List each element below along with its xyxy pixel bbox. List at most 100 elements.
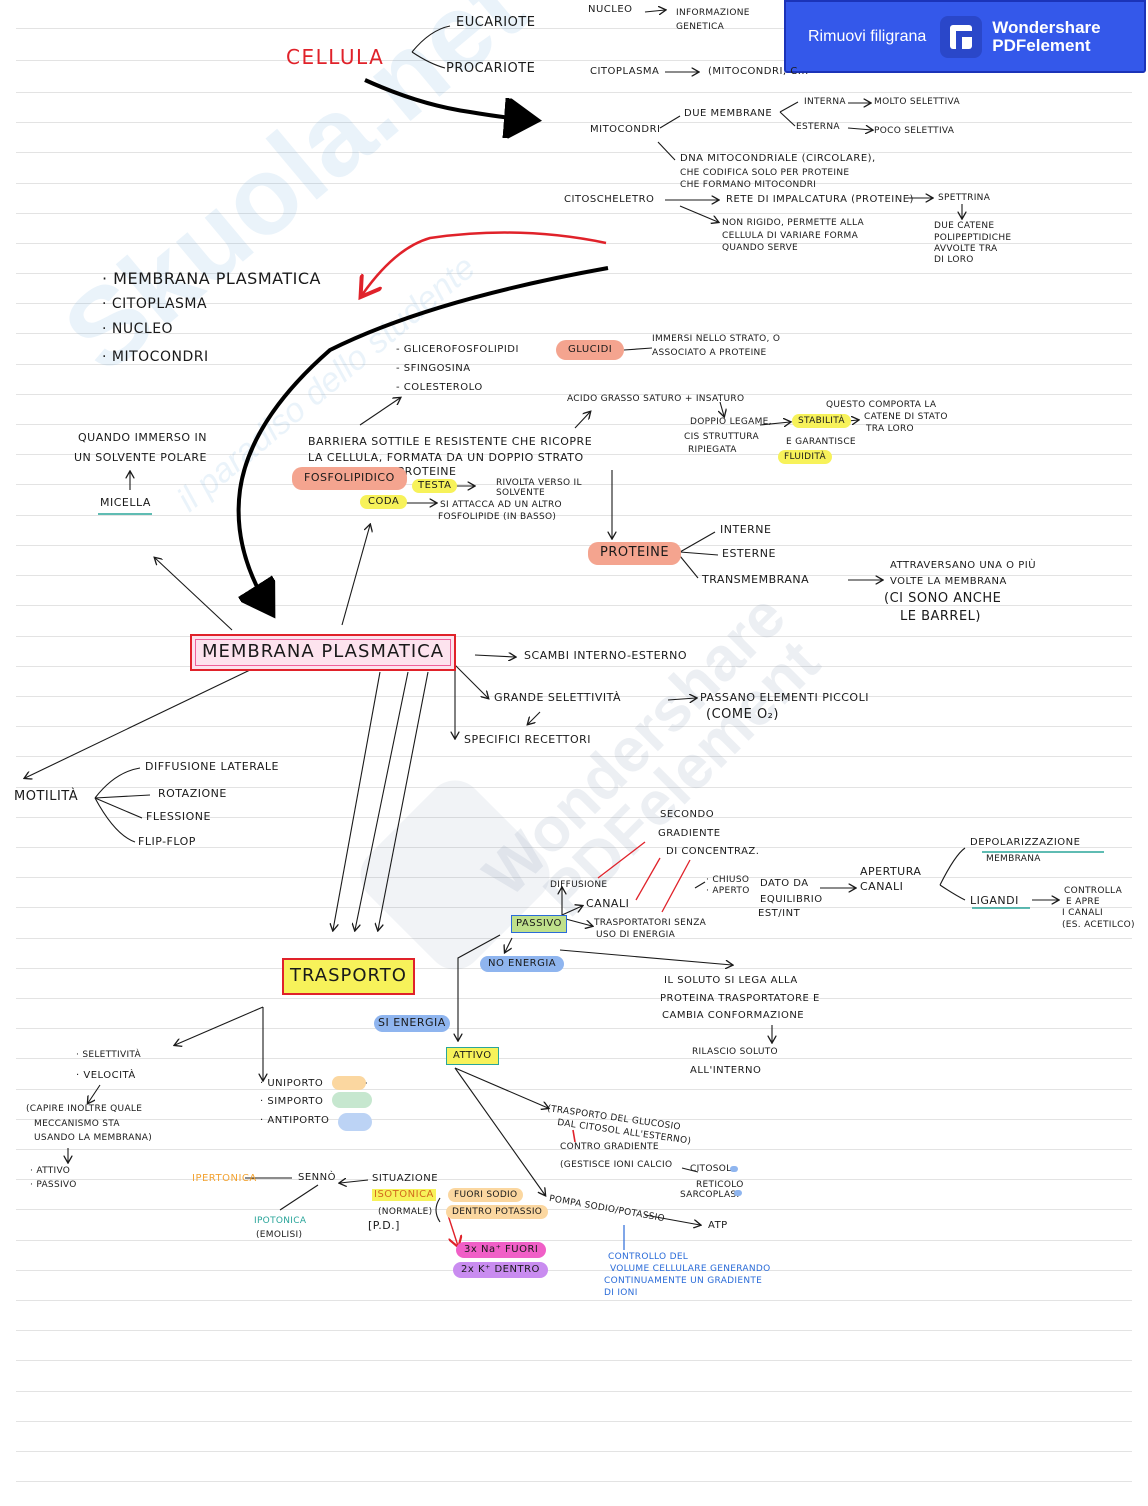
nucleo-info-1: INFORMAZIONE	[676, 8, 750, 18]
proteine-esterne: ESTERNE	[722, 547, 776, 560]
elenco-item-mitocondri: · MITOCONDRI	[102, 349, 209, 365]
dato-da-3: EST/INT	[758, 908, 801, 919]
controlla-3: I CANALI	[1062, 908, 1103, 918]
remove-watermark-button[interactable]: Rimuovi filigrana	[808, 27, 927, 45]
doppio-legame-1: DOPPIO LEGAME,	[690, 417, 772, 427]
flessione-label: FLESSIONE	[146, 810, 211, 823]
si-energia-badge: SI ENERGIA	[374, 1015, 450, 1032]
micella-label: MICELLA	[100, 496, 151, 509]
soluto-line-1: IL SOLUTO SI LEGA ALLA	[664, 975, 798, 986]
apertura-canali-2: CANALI	[860, 880, 904, 893]
ligandi-label: LIGANDI	[970, 894, 1019, 907]
rete-impalcatura: RETE DI IMPALCATURA (PROTEINE)	[726, 194, 914, 205]
capire-2: MECCANISMO STA	[34, 1119, 120, 1129]
trasporto-title: TRASPORTO	[282, 958, 415, 995]
atp-label: ATP	[708, 1220, 728, 1231]
quando-immerso-1: QUANDO IMMERSO IN	[78, 431, 208, 444]
reticolo-dot-icon	[734, 1190, 742, 1196]
testa-detail-1: RIVOLTA VERSO IL	[496, 478, 582, 488]
barrel-1: (CI SONO ANCHE	[884, 591, 1002, 606]
esterna-label: ESTERNA	[796, 122, 840, 132]
rilascio-2: ALL'INTERNO	[690, 1065, 762, 1076]
soluto-line-3: CAMBIA CONFORMAZIONE	[662, 1010, 805, 1021]
barriera-line-2: LA CELLULA, FORMATA DA UN DOPPIO STRATO	[308, 451, 584, 464]
motilita-label: MOTILITÀ	[14, 789, 79, 804]
membrana-plasmatica-title: MEMBRANA PLASMATICA	[190, 634, 457, 671]
dna-line-2: CHE CODIFICA SOLO PER PROTEINE	[680, 168, 850, 178]
controlla-2: E APRE	[1066, 897, 1100, 907]
dato-da-2: EQUILIBRIO	[760, 894, 823, 905]
passivo-small-item: · PASSIVO	[30, 1180, 77, 1190]
controllo-2: VOLUME CELLULARE GENERANDO	[610, 1264, 771, 1274]
coda-detail-1: SI ATTACCA AD UN ALTRO	[440, 500, 562, 510]
diffusione-laterale: DIFFUSIONE LATERALE	[145, 760, 280, 773]
quando-immerso-2: UN SOLVENTE POLARE	[74, 451, 207, 464]
ipertonica-label: IPERTONICA	[192, 1173, 257, 1184]
grande-selettivita: GRANDE SELETTIVITÀ	[494, 691, 622, 704]
acido-grasso: ACIDO GRASSO SATURO + INSATURO	[567, 394, 745, 404]
antiporto-arrow-icon	[338, 1113, 372, 1131]
canali-label: CANALI	[586, 897, 630, 910]
fuori-sodio-badge: FUORI SODIO	[448, 1188, 524, 1203]
glicerofosfolipidi: - GLICEROFOSFOLIPIDI	[396, 344, 519, 355]
glucidi-detail-2: ASSOCIATO A PROTEINE	[652, 348, 767, 358]
diffusione-label: DIFFUSIONE	[550, 880, 608, 890]
depolarizzazione-1: DEPOLARIZZAZIONE	[970, 837, 1081, 848]
controllo-4: DI IONI	[604, 1288, 638, 1298]
depolarizzazione-2: MEMBRANA	[986, 854, 1041, 864]
coda-detail-2: FOSFOLIPIDE (IN BASSO)	[438, 512, 557, 522]
spettrina-line-3: AVVOLTE TRA	[934, 244, 998, 254]
spettrina-label: SPETTRINA	[938, 193, 991, 203]
doppio-legame-3: RIPIEGATA	[688, 445, 737, 455]
interna-label: INTERNA	[804, 97, 846, 107]
attivo-small-item: · ATTIVO	[30, 1166, 71, 1176]
secondo-gradiente-3: DI CONCENTRAZ.	[666, 846, 760, 857]
stabilita-badge: STABILITÀ	[792, 414, 851, 429]
testa-badge: TESTA	[412, 479, 458, 493]
attivo-badge: ATTIVO	[446, 1047, 499, 1065]
ipotonica-1: IPOTONICA	[254, 1216, 307, 1226]
garantisce-note: E GARANTISCE	[786, 437, 856, 447]
uniporto-arrow-icon	[332, 1076, 366, 1090]
dentro-potassio-badge: DENTRO POTASSIO	[446, 1205, 549, 1220]
soluto-line-2: PROTEINA TRASPORTATORE E	[660, 993, 820, 1004]
normale-label: (NORMALE)	[378, 1207, 433, 1217]
procariote-label: PROCARIOTE	[446, 61, 536, 76]
attraversano-1: ATTRAVERSANO UNA O PIÙ	[890, 560, 1037, 571]
non-rigido-line-3: QUANDO SERVE	[722, 243, 799, 253]
senno-label: SENNÒ	[298, 1172, 336, 1183]
reticolo-2: SARCOPLAS.	[680, 1190, 740, 1200]
dato-da-1: DATO DA	[760, 878, 809, 889]
barriera-line-1: BARRIERA SOTTILE E RESISTENTE CHE RICOPR…	[308, 435, 593, 448]
non-rigido-line-2: CELLULA DI VARIARE FORMA	[722, 231, 859, 241]
citosol-dot-icon	[730, 1166, 738, 1172]
uniporto-item: · UNIPORTO	[260, 1078, 324, 1089]
dna-line-3: CHE FORMANO MITOCONDRI	[680, 180, 817, 190]
isotonica-label: ISOTONICA	[372, 1189, 436, 1201]
citoplasma-label: CITOPLASMA	[590, 66, 660, 77]
specifici-recettori: SPECIFICI RECETTORI	[464, 733, 591, 746]
contro-gradiente-2: (GESTISCE IONI CALCIO	[560, 1160, 673, 1170]
spettrina-line-4: DI LORO	[934, 255, 974, 265]
contro-gradiente-1: CONTRO GRADIENTE	[560, 1142, 659, 1152]
passano-elementi: PASSANO ELEMENTI PICCOLI	[700, 691, 869, 704]
spettrina-line-1: DUE CATENE	[934, 221, 995, 231]
velocita-item: · VELOCITÀ	[76, 1070, 136, 1081]
nucleo-info-2: GENETICA	[676, 22, 725, 32]
fosfolipidico-badge: FOSFOLIPIDICO	[292, 467, 407, 490]
pd-label: [P.D.]	[368, 1219, 400, 1232]
ipotonica-2: (EMOLISI)	[256, 1230, 303, 1240]
antiporto-item: · ANTIPORTO	[260, 1115, 330, 1126]
capire-1: (CAPIRE INOLTRE QUALE	[26, 1104, 143, 1114]
coda-badge: CODA	[360, 495, 408, 509]
rilascio-1: RILASCIO SOLUTO	[692, 1047, 778, 1057]
situazione-label: SITUAZIONE	[372, 1173, 439, 1184]
no-energia-badge: NO ENERGIA	[480, 956, 565, 972]
controllo-3: CONTINUAMENTE UN GRADIENTE	[604, 1276, 763, 1286]
elenco-item-nucleo: · NUCLEO	[102, 321, 174, 337]
secondo-gradiente-1: SECONDO	[660, 809, 715, 820]
flip-flop-label: FLIP-FLOP	[138, 835, 196, 848]
proteine-interne: INTERNE	[720, 523, 772, 536]
